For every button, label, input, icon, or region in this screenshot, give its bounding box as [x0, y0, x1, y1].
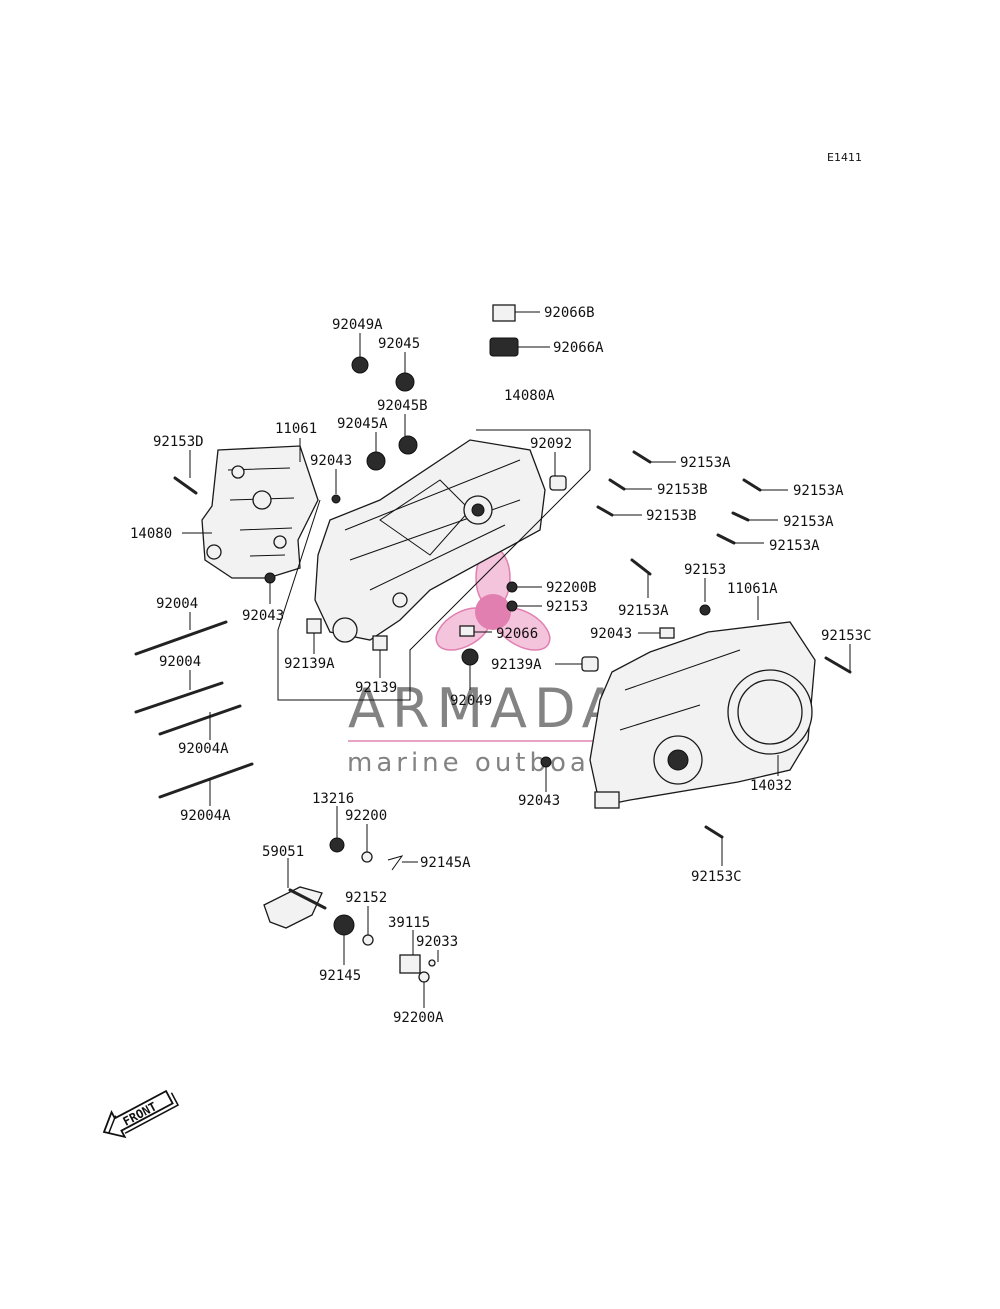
front-arrow-icon: FRONT [102, 1089, 180, 1139]
part-label-92043: 92043 [310, 453, 352, 469]
part-label-92153B: 92153B [657, 482, 708, 498]
watermark: ARMADA marine outboards [347, 547, 650, 778]
part-label-92200B: 92200B [546, 580, 597, 596]
watermark-brand: ARMADA [348, 677, 626, 740]
watermark-tagline: marine outboards [347, 748, 642, 778]
left-crankcase-14080 [201, 445, 319, 579]
part-label-92153A: 92153A [783, 514, 834, 530]
part-label-92066: 92066 [496, 626, 538, 642]
part-label-92153B: 92153B [646, 508, 697, 524]
part-label-92145: 92145 [319, 968, 361, 984]
part-label-92045A: 92045A [337, 416, 388, 432]
part-label-13216: 13216 [312, 791, 354, 807]
transmission-cover-11061A [589, 621, 816, 809]
part-label-92153: 92153 [546, 599, 588, 615]
part-label-92153A: 92153A [793, 483, 844, 499]
small-parts [264, 304, 711, 983]
part-label-92139A: 92139A [491, 657, 542, 673]
stud-rods [134, 620, 254, 799]
part-label-92004: 92004 [159, 654, 201, 670]
part-label-92153A: 92153A [680, 455, 731, 471]
part-label-92043: 92043 [590, 626, 632, 642]
part-label-92004: 92004 [156, 596, 198, 612]
part-label-92153D: 92153D [153, 434, 204, 450]
part-label-14032: 14032 [750, 778, 792, 794]
part-label-92043: 92043 [242, 608, 284, 624]
kick-gear-59051 [263, 886, 327, 929]
part-label-92004A: 92004A [180, 808, 231, 824]
part-label-14080: 14080 [130, 526, 172, 542]
part-label-92153C: 92153C [821, 628, 872, 644]
part-label-92033: 92033 [416, 934, 458, 950]
part-label-92152: 92152 [345, 890, 387, 906]
part-label-92045B: 92045B [377, 398, 428, 414]
part-label-92139: 92139 [355, 680, 397, 696]
part-label-92153A: 92153A [618, 603, 669, 619]
part-label-92139A: 92139A [284, 656, 335, 672]
part-label-11061A: 11061A [727, 581, 778, 597]
part-label-92049A: 92049A [332, 317, 383, 333]
front-arrow-label: FRONT [121, 1099, 159, 1128]
diagram-code: E1411 [827, 151, 862, 164]
part-label-14080A: 14080A [504, 388, 555, 404]
part-label-92145A: 92145A [420, 855, 471, 871]
part-labels: 92066B 92066A 92049A 92045 92045B 14080A… [130, 305, 872, 1026]
part-label-92092: 92092 [530, 436, 572, 452]
part-label-92049: 92049 [450, 693, 492, 709]
part-label-92043: 92043 [518, 793, 560, 809]
part-label-92153: 92153 [684, 562, 726, 578]
part-label-11061: 11061 [275, 421, 317, 437]
bracket-box [277, 429, 591, 701]
part-label-92153A: 92153A [769, 538, 820, 554]
part-label-92153C: 92153C [691, 869, 742, 885]
part-label-59051: 59051 [262, 844, 304, 860]
part-label-92200A: 92200A [393, 1010, 444, 1026]
part-label-92066A: 92066A [553, 340, 604, 356]
part-label-92045: 92045 [378, 336, 420, 352]
bolt-set-upper-right [173, 450, 852, 839]
part-label-39115: 39115 [388, 915, 430, 931]
leader-lines [182, 311, 851, 1008]
right-crankcase-14080A [314, 439, 546, 643]
part-label-92004A: 92004A [178, 741, 229, 757]
part-label-92066B: 92066B [544, 305, 595, 321]
part-label-92200: 92200 [345, 808, 387, 824]
